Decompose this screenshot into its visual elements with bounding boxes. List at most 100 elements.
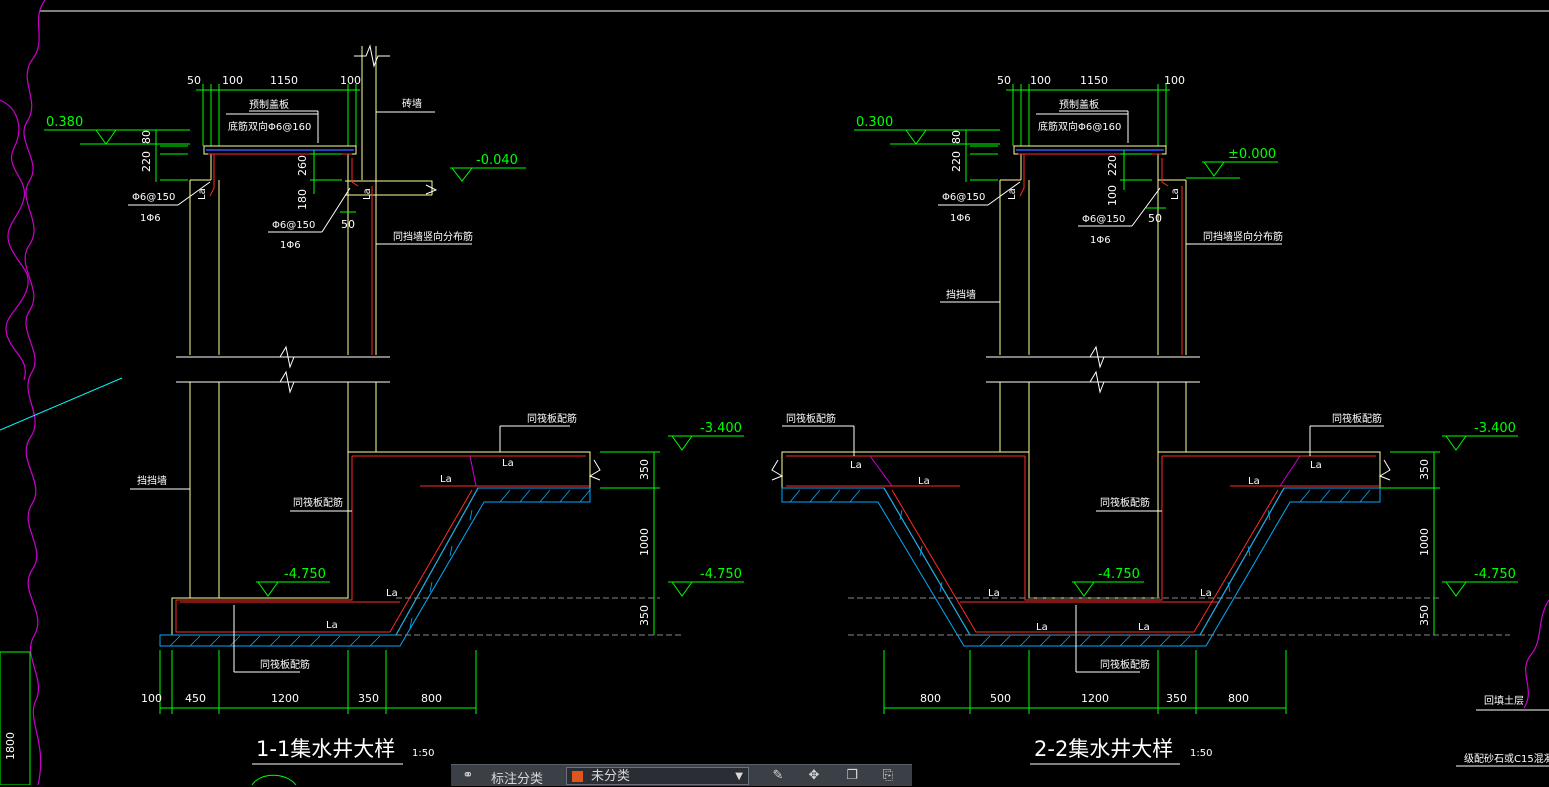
edge-label-backfill: 回填土层 <box>1484 694 1524 707</box>
right-leader <box>1131 187 1161 227</box>
left-label-wall-dist: 同挡墙竖向分布筋 <box>393 230 473 243</box>
move-icon[interactable]: ✥ <box>808 768 820 783</box>
left-wall-rebar <box>209 154 215 197</box>
chevron-down-icon: ▼ <box>735 771 743 782</box>
left-scale: 1:50 <box>412 748 434 759</box>
left-bottom-dim-0: 100 <box>141 692 162 705</box>
left-label-slab-bot: 同筏板配筋 <box>260 658 310 671</box>
left-la-1: La <box>197 188 208 200</box>
boundary-cloud-left-outer <box>0 99 29 381</box>
right-sump-line <box>869 455 893 487</box>
left-side-dim-1: 1000 <box>638 528 651 556</box>
edit-icon[interactable]: ✎ <box>772 768 784 783</box>
right-break-symbol-right <box>1378 459 1391 481</box>
left-top-dim-2: 1150 <box>270 74 298 87</box>
left-label-r1: Φ6@150 <box>132 192 175 203</box>
left-ground-slab <box>345 180 433 195</box>
right-label-slab-l: 同筏板配筋 <box>786 412 836 425</box>
left-side-dim-0: 350 <box>638 459 651 480</box>
left-label-r2b: 1Φ6 <box>280 240 301 251</box>
right-level-3: -3.400 <box>1474 421 1516 436</box>
right-label-slab-bot: 同筏板配筋 <box>1100 658 1150 671</box>
right-level-mark <box>1203 161 1225 177</box>
right-la-7: La <box>988 588 1000 599</box>
left-level-mark <box>671 581 693 597</box>
left-top-dim-0: 50 <box>187 74 201 87</box>
right-label-r1: Φ6@150 <box>942 192 985 203</box>
right-side-dim-2: 350 <box>1418 605 1431 626</box>
category-select-value: 未分类 <box>591 769 631 784</box>
left-la-6: La <box>326 620 338 631</box>
left-cushion-hatch <box>169 489 591 647</box>
right-sump-rebar <box>891 489 1279 633</box>
right-cushion <box>781 487 1381 647</box>
detail-1-1: 50 100 1150 100 预制盖板 底筋双向Φ6@160 砖墙 <box>44 44 744 785</box>
right-level-mark <box>1445 581 1467 597</box>
boundary-cloud-right <box>1523 599 1549 709</box>
edge-box-left <box>0 651 31 785</box>
right-vdim-a: 80 <box>950 130 963 144</box>
right-sump-rebar <box>1024 456 1163 601</box>
link-icon[interactable]: ⚭ <box>462 768 474 783</box>
boundary-cloud-left <box>23 0 46 785</box>
right-wall-rebar <box>1161 158 1169 187</box>
left-la-4: La <box>440 474 452 485</box>
left-label-brick: 砖墙 <box>402 97 422 110</box>
left-level-5: -4.750 <box>700 567 742 582</box>
right-label-slab-r: 同筏板配筋 <box>1332 412 1382 425</box>
right-level-mark <box>1073 581 1095 597</box>
right-la-4: La <box>918 476 930 487</box>
left-vdim-e: 50 <box>341 218 355 231</box>
right-la-10: La <box>1138 622 1150 633</box>
right-bottom-dim-1: 500 <box>990 692 1011 705</box>
right-level-5: -4.750 <box>1474 567 1516 582</box>
right-label-cover: 预制盖板 <box>1059 98 1099 111</box>
right-vdim-d: 100 <box>1106 185 1119 206</box>
left-label-retaining: 挡挡墙 <box>137 474 167 487</box>
left-level-mark <box>95 129 117 145</box>
left-label-slab-mid: 同筏板配筋 <box>293 496 343 509</box>
right-break-symbol-left <box>771 459 784 481</box>
left-top-dim-1: 100 <box>222 74 243 87</box>
right-leader <box>987 181 1021 206</box>
right-bottom-dim-4: 800 <box>1228 692 1249 705</box>
category-select[interactable]: 未分类 ▼ <box>566 767 749 785</box>
right-vdim-e: 50 <box>1148 212 1162 225</box>
left-vdim-c: 260 <box>296 155 309 176</box>
left-title-circle <box>251 774 297 785</box>
paste-icon[interactable]: ⎘ <box>882 768 894 783</box>
copy-icon[interactable]: ❐ <box>846 768 858 783</box>
right-break-symbol-mid <box>1082 345 1110 369</box>
left-bottom-dim-2: 1200 <box>271 692 299 705</box>
detail-2-2: 50 100 1150 100 预制盖板 底筋双向Φ6@160 La La <box>771 74 1518 765</box>
left-side-dim-2: 350 <box>638 605 651 626</box>
left-break-symbol-right <box>588 459 601 481</box>
right-scale: 1:50 <box>1190 748 1212 759</box>
right-side-dim-0: 350 <box>1418 459 1431 480</box>
left-sump-rebar <box>175 456 473 633</box>
right-la-9: La <box>1036 622 1048 633</box>
right-top-dim-3: 100 <box>1164 74 1185 87</box>
cyan-leader-line <box>0 377 123 431</box>
left-bottom-dim-1: 450 <box>185 692 206 705</box>
left-level-3: -3.400 <box>700 421 742 436</box>
right-level-1: 0.300 <box>856 115 893 130</box>
left-la-5: La <box>386 588 398 599</box>
left-wall-rebar <box>351 158 359 187</box>
left-vdim-b: 220 <box>140 151 153 172</box>
right-cushion-hatch <box>789 489 1371 647</box>
annotation-toolbar: ⚭ 标注分类 未分类 ▼ ✎ ✥ ❐ ⎘ <box>451 764 912 787</box>
category-color-swatch <box>572 771 583 782</box>
right-la-1: La <box>1007 188 1018 200</box>
right-sump-body <box>781 451 1381 636</box>
right-level-2: ±0.000 <box>1228 147 1276 162</box>
right-vdim-b: 220 <box>950 151 963 172</box>
left-level-4: -4.750 <box>284 567 326 582</box>
left-level-mark <box>257 581 279 597</box>
left-label-r1b: 1Φ6 <box>140 213 161 224</box>
right-label-r1b: 1Φ6 <box>950 213 971 224</box>
right-vdim-c: 220 <box>1106 155 1119 176</box>
edge-label-gravel: 级配砂石或C15混凝土 <box>1464 752 1549 765</box>
edge-dim-1800: 1800 <box>4 732 17 760</box>
